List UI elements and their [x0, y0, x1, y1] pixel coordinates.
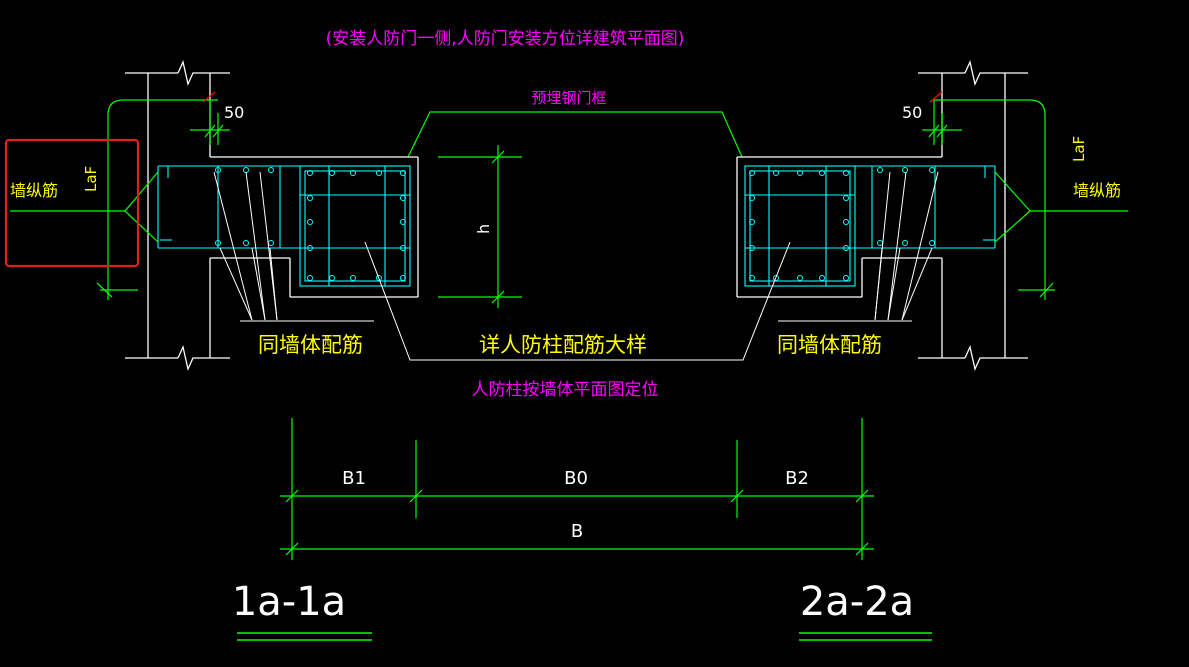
column-detail-leader: [364, 241, 791, 361]
dim-B0-label: B0: [564, 468, 588, 489]
dim-B1-label: B1: [342, 468, 366, 489]
left-red-tick: [202, 91, 216, 103]
right-anchorage: [922, 99, 1128, 300]
laf-label-left: LaF: [82, 166, 100, 192]
title-note: (安装人防门一侧,人防门安装方位详建筑平面图): [326, 29, 685, 49]
right-red-tick: [929, 91, 943, 103]
dim-50-left: 50: [224, 103, 244, 122]
same-wall-label-right: 同墙体配筋: [777, 333, 882, 357]
left-rebar-cage: [157, 165, 411, 287]
column-detail-label: 详人防柱配筋大样: [479, 333, 647, 357]
left-anchorage: [10, 99, 230, 300]
right-wall: [736, 59, 1028, 372]
right-rebar-cage: [744, 165, 996, 287]
laf-label-right: LaF: [1070, 136, 1088, 162]
dim-B-label: B: [571, 521, 583, 542]
dim-50-right: 50: [902, 103, 922, 122]
dim-h-label: h: [474, 224, 493, 234]
highlight-box: [4, 138, 140, 268]
same-wall-label-left: 同墙体配筋: [258, 333, 363, 357]
right-leaders: [778, 171, 939, 322]
section-title-left: 1a-1a: [232, 579, 346, 625]
bottom-dimensions: [280, 418, 874, 560]
left-rebar-dots: [215, 167, 406, 281]
dim-B2-label: B2: [785, 468, 809, 489]
embedded-frame-leader: [407, 111, 743, 158]
left-leaders: [213, 171, 374, 322]
column-position-label: 人防柱按墙体平面图定位: [472, 380, 659, 400]
dim-h-lines: [438, 145, 522, 308]
wall-rebar-label-right: 墙纵筋: [1073, 181, 1121, 200]
wall-rebar-label-left: 墙纵筋: [10, 181, 58, 200]
right-rebar-dots: [749, 167, 935, 281]
left-wall: [125, 59, 419, 372]
section-title-right: 2a-2a: [800, 579, 914, 625]
embedded-frame-label: 预埋钢门框: [531, 89, 606, 107]
